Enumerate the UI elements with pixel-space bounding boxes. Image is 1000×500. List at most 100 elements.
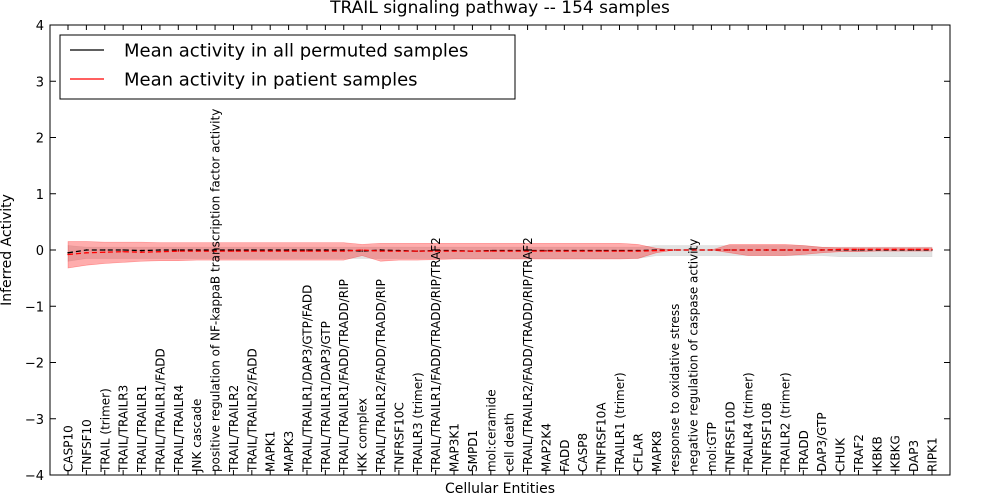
category-label: DAP3/GTP xyxy=(815,412,829,472)
category-label: TRAIL/TRAILR1 xyxy=(135,385,149,473)
y-tick-label: −3 xyxy=(25,413,44,428)
category-label: CFLAR xyxy=(631,433,645,472)
data-point-permuted xyxy=(287,249,290,251)
y-tick-label: 0 xyxy=(36,244,44,259)
category-label: TRAIL/TRAILR1/FADD xyxy=(153,348,167,473)
category-label: TRAILR4 (trimer) xyxy=(742,372,756,473)
category-label: TRAILR1 (trimer) xyxy=(613,372,627,473)
category-label: TNFRSF10A xyxy=(595,402,609,473)
data-point-patient xyxy=(177,250,179,252)
y-tick-label: −2 xyxy=(25,357,44,372)
category-label: TRAIL/TRAILR1/DAP3/GTP xyxy=(319,321,333,473)
data-point-patient xyxy=(379,250,382,252)
data-point-patient xyxy=(508,250,510,252)
category-label: TNFRSF10B xyxy=(760,402,774,473)
category-label: TRAILR2 (trimer) xyxy=(778,372,792,473)
data-point-patient xyxy=(251,250,253,252)
data-point-patient xyxy=(287,250,290,252)
data-point-patient xyxy=(931,248,933,251)
category-label: RIPK1 xyxy=(926,437,940,472)
y-axis-title: Inferred Activity xyxy=(0,194,15,306)
data-point-patient xyxy=(490,250,492,252)
category-label: JNK cascade xyxy=(190,399,204,473)
data-point-patient xyxy=(894,248,896,251)
category-label: CHUK xyxy=(834,437,848,472)
data-point-patient xyxy=(673,249,676,251)
y-tick-label: 4 xyxy=(36,19,44,34)
data-point-patient xyxy=(876,248,878,251)
data-point-patient xyxy=(526,250,529,252)
data-point-patient xyxy=(563,250,566,252)
data-point-patient xyxy=(416,250,418,252)
series-lines xyxy=(67,248,933,256)
data-point-patient xyxy=(839,248,841,251)
data-point-permuted xyxy=(214,249,216,251)
data-point-patient xyxy=(453,250,455,252)
category-label: CASP10 xyxy=(62,425,76,472)
category-label: positive regulation of NF-kappaB transcr… xyxy=(209,109,223,472)
confidence-band-patient xyxy=(67,241,933,269)
category-label: IKBKG xyxy=(889,435,903,472)
category-label: TRAIL/TRAILR2 xyxy=(227,385,241,473)
data-point-patient xyxy=(802,249,805,251)
category-label: MAP2K4 xyxy=(539,423,553,472)
data-point-patient xyxy=(195,250,198,252)
data-point-patient xyxy=(67,253,69,256)
category-label: TRAIL/TRAILR2/FADD xyxy=(245,348,259,473)
data-point-patient xyxy=(545,250,547,252)
x-axis-ticks xyxy=(67,25,933,475)
data-point-patient xyxy=(269,250,271,252)
data-point-permuted xyxy=(269,249,271,251)
category-label: TRAIL/TRAILR4 xyxy=(172,385,186,473)
category-label: TRAIL/TRAILR1/FADD/TRADD/RIP xyxy=(337,279,351,473)
category-label: TNFRSF10C xyxy=(392,402,406,473)
legend-box xyxy=(59,34,516,100)
data-point-patient xyxy=(471,250,474,252)
data-point-patient xyxy=(582,250,584,252)
category-label: CASP8 xyxy=(576,433,590,472)
data-point-patient xyxy=(214,250,216,252)
data-point-patient xyxy=(600,250,602,252)
y-tick-label: −1 xyxy=(25,300,44,315)
data-point-patient xyxy=(434,250,437,252)
data-point-permuted xyxy=(324,249,327,251)
category-label: TNFRSF10D xyxy=(723,401,737,473)
data-point-patient xyxy=(140,251,143,253)
category-label: MAPK3 xyxy=(282,431,296,472)
category-label: TRAIL/TRAILR2/FADD/TRADD/RIP xyxy=(374,279,388,473)
category-label: TRADD xyxy=(797,430,811,473)
category-label: cell death xyxy=(503,413,517,472)
data-point-patient xyxy=(821,249,823,251)
data-point-patient xyxy=(85,252,88,254)
category-label: IKK complex xyxy=(356,398,370,472)
data-point-permuted xyxy=(195,249,198,251)
data-point-permuted xyxy=(343,249,345,251)
data-point-patient xyxy=(912,248,915,251)
data-point-permuted xyxy=(177,249,179,251)
category-label: IKBKB xyxy=(870,436,884,472)
legend-label-permuted: Mean activity in all permuted samples xyxy=(124,41,468,62)
category-label: TRAIL/TRAILR1/DAP3/GTP/FADD xyxy=(300,285,314,473)
category-label: MAPK8 xyxy=(650,431,664,472)
data-point-patient xyxy=(784,249,786,251)
legend: Mean activity in all permuted samples Me… xyxy=(59,34,516,100)
category-label: TRAIL/TRAILR1/FADD/TRADD/RIP/TRAF2 xyxy=(429,237,443,473)
chart-title: TRAIL signaling pathway -- 154 samples xyxy=(329,0,670,18)
data-point-permuted xyxy=(232,249,235,251)
data-point-patient xyxy=(637,250,639,252)
data-point-patient xyxy=(306,250,308,252)
data-point-permuted xyxy=(85,249,88,251)
category-label: TRAIL (trimer) xyxy=(98,388,112,473)
y-tick-label: −4 xyxy=(25,469,44,484)
data-point-patient xyxy=(159,250,161,253)
category-label: mol:GTP xyxy=(705,422,719,472)
category-label: TRAILR3 (trimer) xyxy=(411,372,425,473)
data-point-permuted xyxy=(379,249,382,251)
data-point-patient xyxy=(122,250,124,253)
data-point-permuted xyxy=(104,249,106,251)
legend-label-patient: Mean activity in patient samples xyxy=(124,70,418,91)
category-label: DAP3 xyxy=(907,440,921,472)
